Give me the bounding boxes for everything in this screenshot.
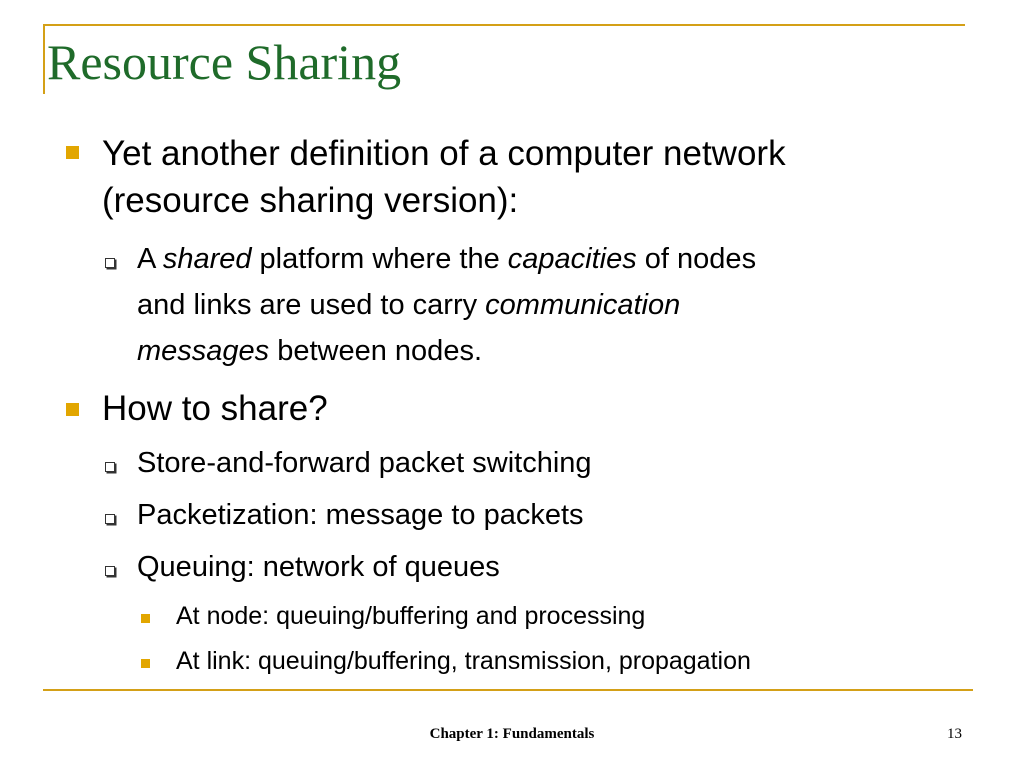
emphasis-messages: messages — [137, 335, 270, 367]
emphasis-communication: communication — [485, 289, 681, 321]
text-run: between nodes. — [269, 335, 482, 367]
list-item: At link: queuing/buffering, transmission… — [176, 647, 751, 675]
bullet-1-sub-line-2: and links are used to carry communicatio… — [137, 282, 957, 328]
list-item: Queuing: network of queues — [137, 551, 500, 583]
emphasis-shared: shared — [162, 243, 252, 275]
page-number: 13 — [947, 726, 962, 742]
footer-divider — [43, 689, 973, 691]
bullet-1-sub-line-3: messages between nodes. — [137, 328, 957, 374]
footer-chapter: Chapter 1: Fundamentals — [429, 726, 595, 742]
hollow-square-bullet-icon — [105, 258, 115, 268]
text-run: and links are used to carry — [137, 289, 486, 321]
text-run: platform where the — [251, 243, 508, 275]
bullet-1-sub-line-1: A shared platform where the capacities o… — [137, 236, 957, 282]
bullet-1-line-2: (resource sharing version): — [102, 181, 519, 220]
small-square-bullet-icon — [141, 614, 150, 623]
emphasis-capacities: capacities — [507, 243, 637, 275]
hollow-square-bullet-icon — [105, 514, 115, 524]
small-square-bullet-icon — [141, 659, 150, 668]
square-bullet-icon — [66, 403, 79, 416]
slide-title: Resource Sharing — [47, 34, 402, 90]
square-bullet-icon — [66, 146, 79, 159]
frame-top-line — [43, 24, 965, 26]
bullet-1-line-1: Yet another definition of a computer net… — [102, 134, 786, 173]
list-item: Store-and-forward packet switching — [137, 447, 592, 479]
text-run: of nodes — [636, 243, 757, 275]
frame-left-line — [43, 24, 45, 94]
list-item: At node: queuing/buffering and processin… — [176, 602, 646, 630]
text-run: A — [137, 243, 163, 275]
hollow-square-bullet-icon — [105, 566, 115, 576]
hollow-square-bullet-icon — [105, 462, 115, 472]
bullet-2: How to share? — [102, 389, 328, 428]
list-item: Packetization: message to packets — [137, 499, 584, 531]
